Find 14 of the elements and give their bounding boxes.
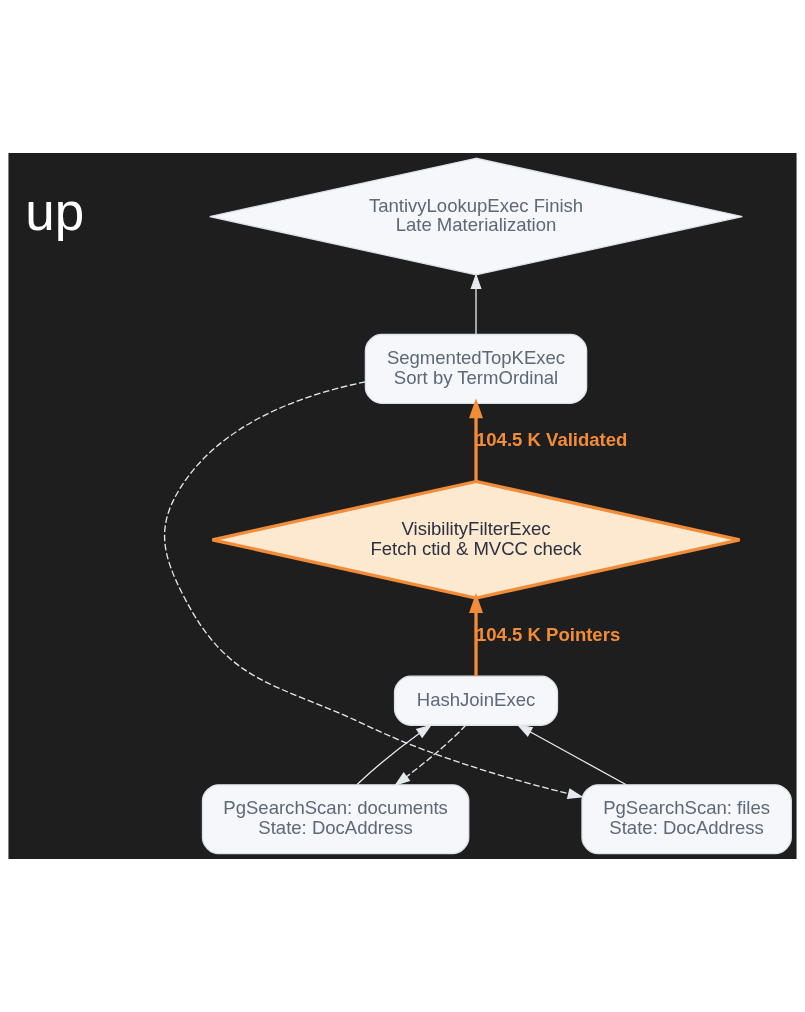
node-box: PgSearchScan: files State: DocAddress: [581, 784, 792, 855]
arrow: [469, 593, 483, 677]
label: up: [25, 181, 85, 241]
node-box: SegmentedTopKExec Sort by TermOrdinal: [364, 333, 588, 404]
arrow: [470, 273, 482, 336]
arrow: [356, 724, 432, 786]
node-box: HashJoinExec: [393, 675, 559, 726]
node-box: PgSearchScan: documents State: DocAddress: [201, 784, 470, 855]
node-diamond: TantivyLookupExec Finish Late Materialization: [209, 157, 743, 276]
arrow: [163, 381, 584, 799]
arrow: [469, 398, 483, 482]
node-diamond: VisibilityFilterExec Fetch ctid & MVCC check: [210, 479, 742, 600]
arrow: [516, 724, 627, 786]
arrow: [394, 724, 467, 786]
